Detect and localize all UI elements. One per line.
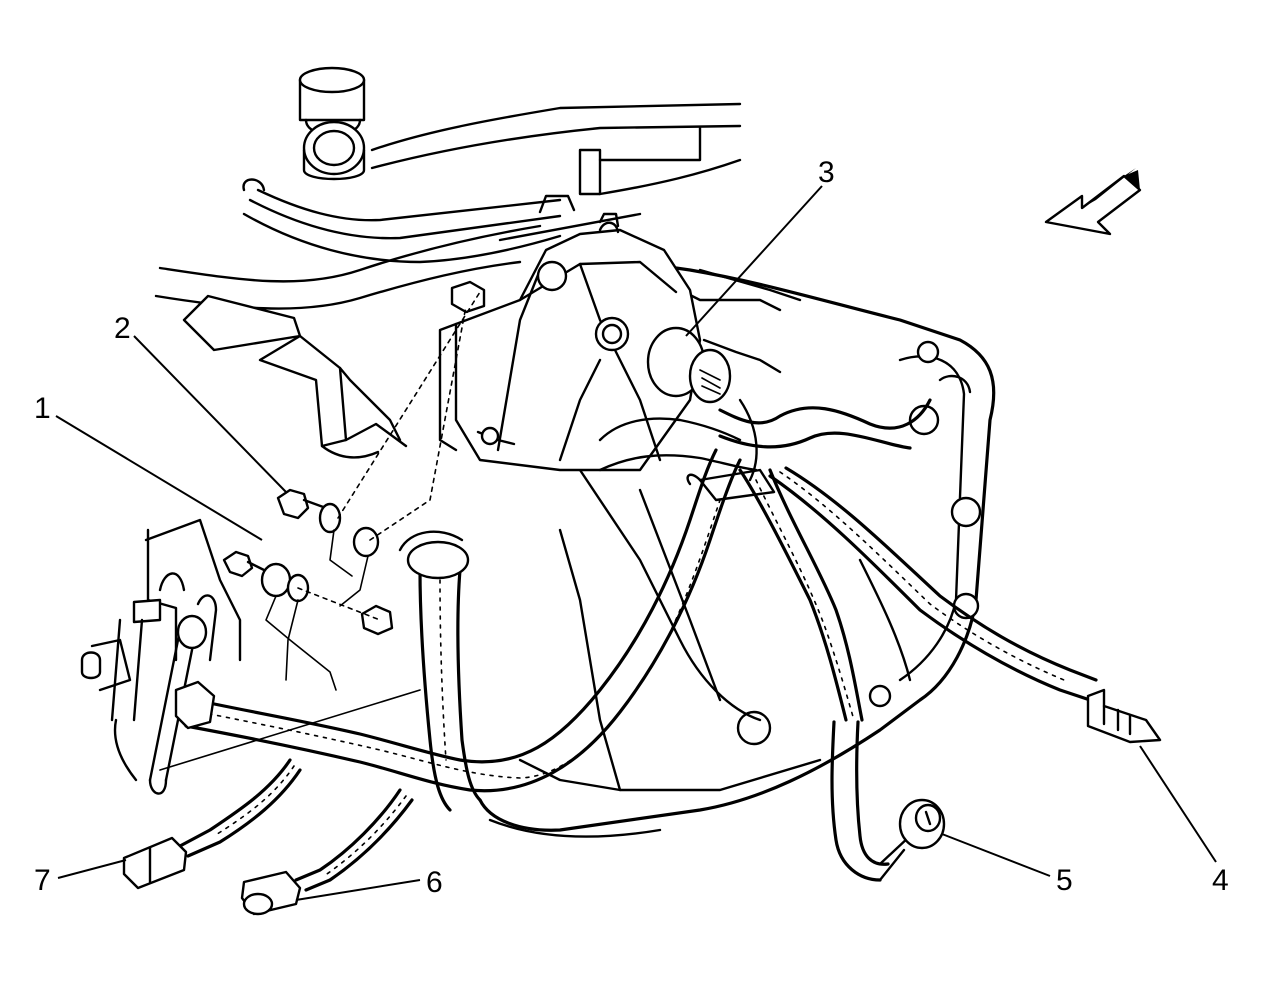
- sensor-connector: [646, 326, 782, 404]
- callout-labels: 1 2 3 4 5 6 7: [34, 156, 1229, 899]
- pigtail-6: [240, 788, 414, 916]
- leader-7: [57, 859, 127, 879]
- left-lines: [80, 518, 421, 795]
- intake-tube: [298, 66, 366, 181]
- upper-frame-rails: [154, 102, 742, 310]
- callout-5: 5: [1056, 864, 1073, 897]
- harness-branch-4: [768, 466, 1162, 744]
- leader-5: [941, 833, 1051, 877]
- leader-6: [295, 879, 421, 901]
- upper-harness: [598, 398, 932, 482]
- callout-7: 7: [34, 864, 51, 897]
- ground-terminals: [222, 280, 516, 691]
- callout-3: 3: [818, 156, 835, 189]
- callout-4: 4: [1212, 864, 1229, 897]
- transmission-mount-bracket: [438, 221, 702, 472]
- leader-1: [55, 415, 263, 541]
- leader-4: [1139, 745, 1217, 863]
- wiring-harness-main: [184, 448, 864, 812]
- harness-branch-5: [830, 720, 946, 882]
- callout-1: 1: [34, 392, 51, 425]
- pigtail-7: [122, 758, 302, 890]
- leader-3: [685, 185, 823, 337]
- callout-leaders: [55, 185, 1217, 901]
- mounting-bracket: [182, 294, 408, 459]
- direction-arrow-icon: [1044, 168, 1142, 236]
- callout-6: 6: [426, 866, 443, 899]
- leader-2: [133, 335, 287, 493]
- callout-2: 2: [114, 312, 131, 345]
- transmission-housing: [478, 258, 996, 838]
